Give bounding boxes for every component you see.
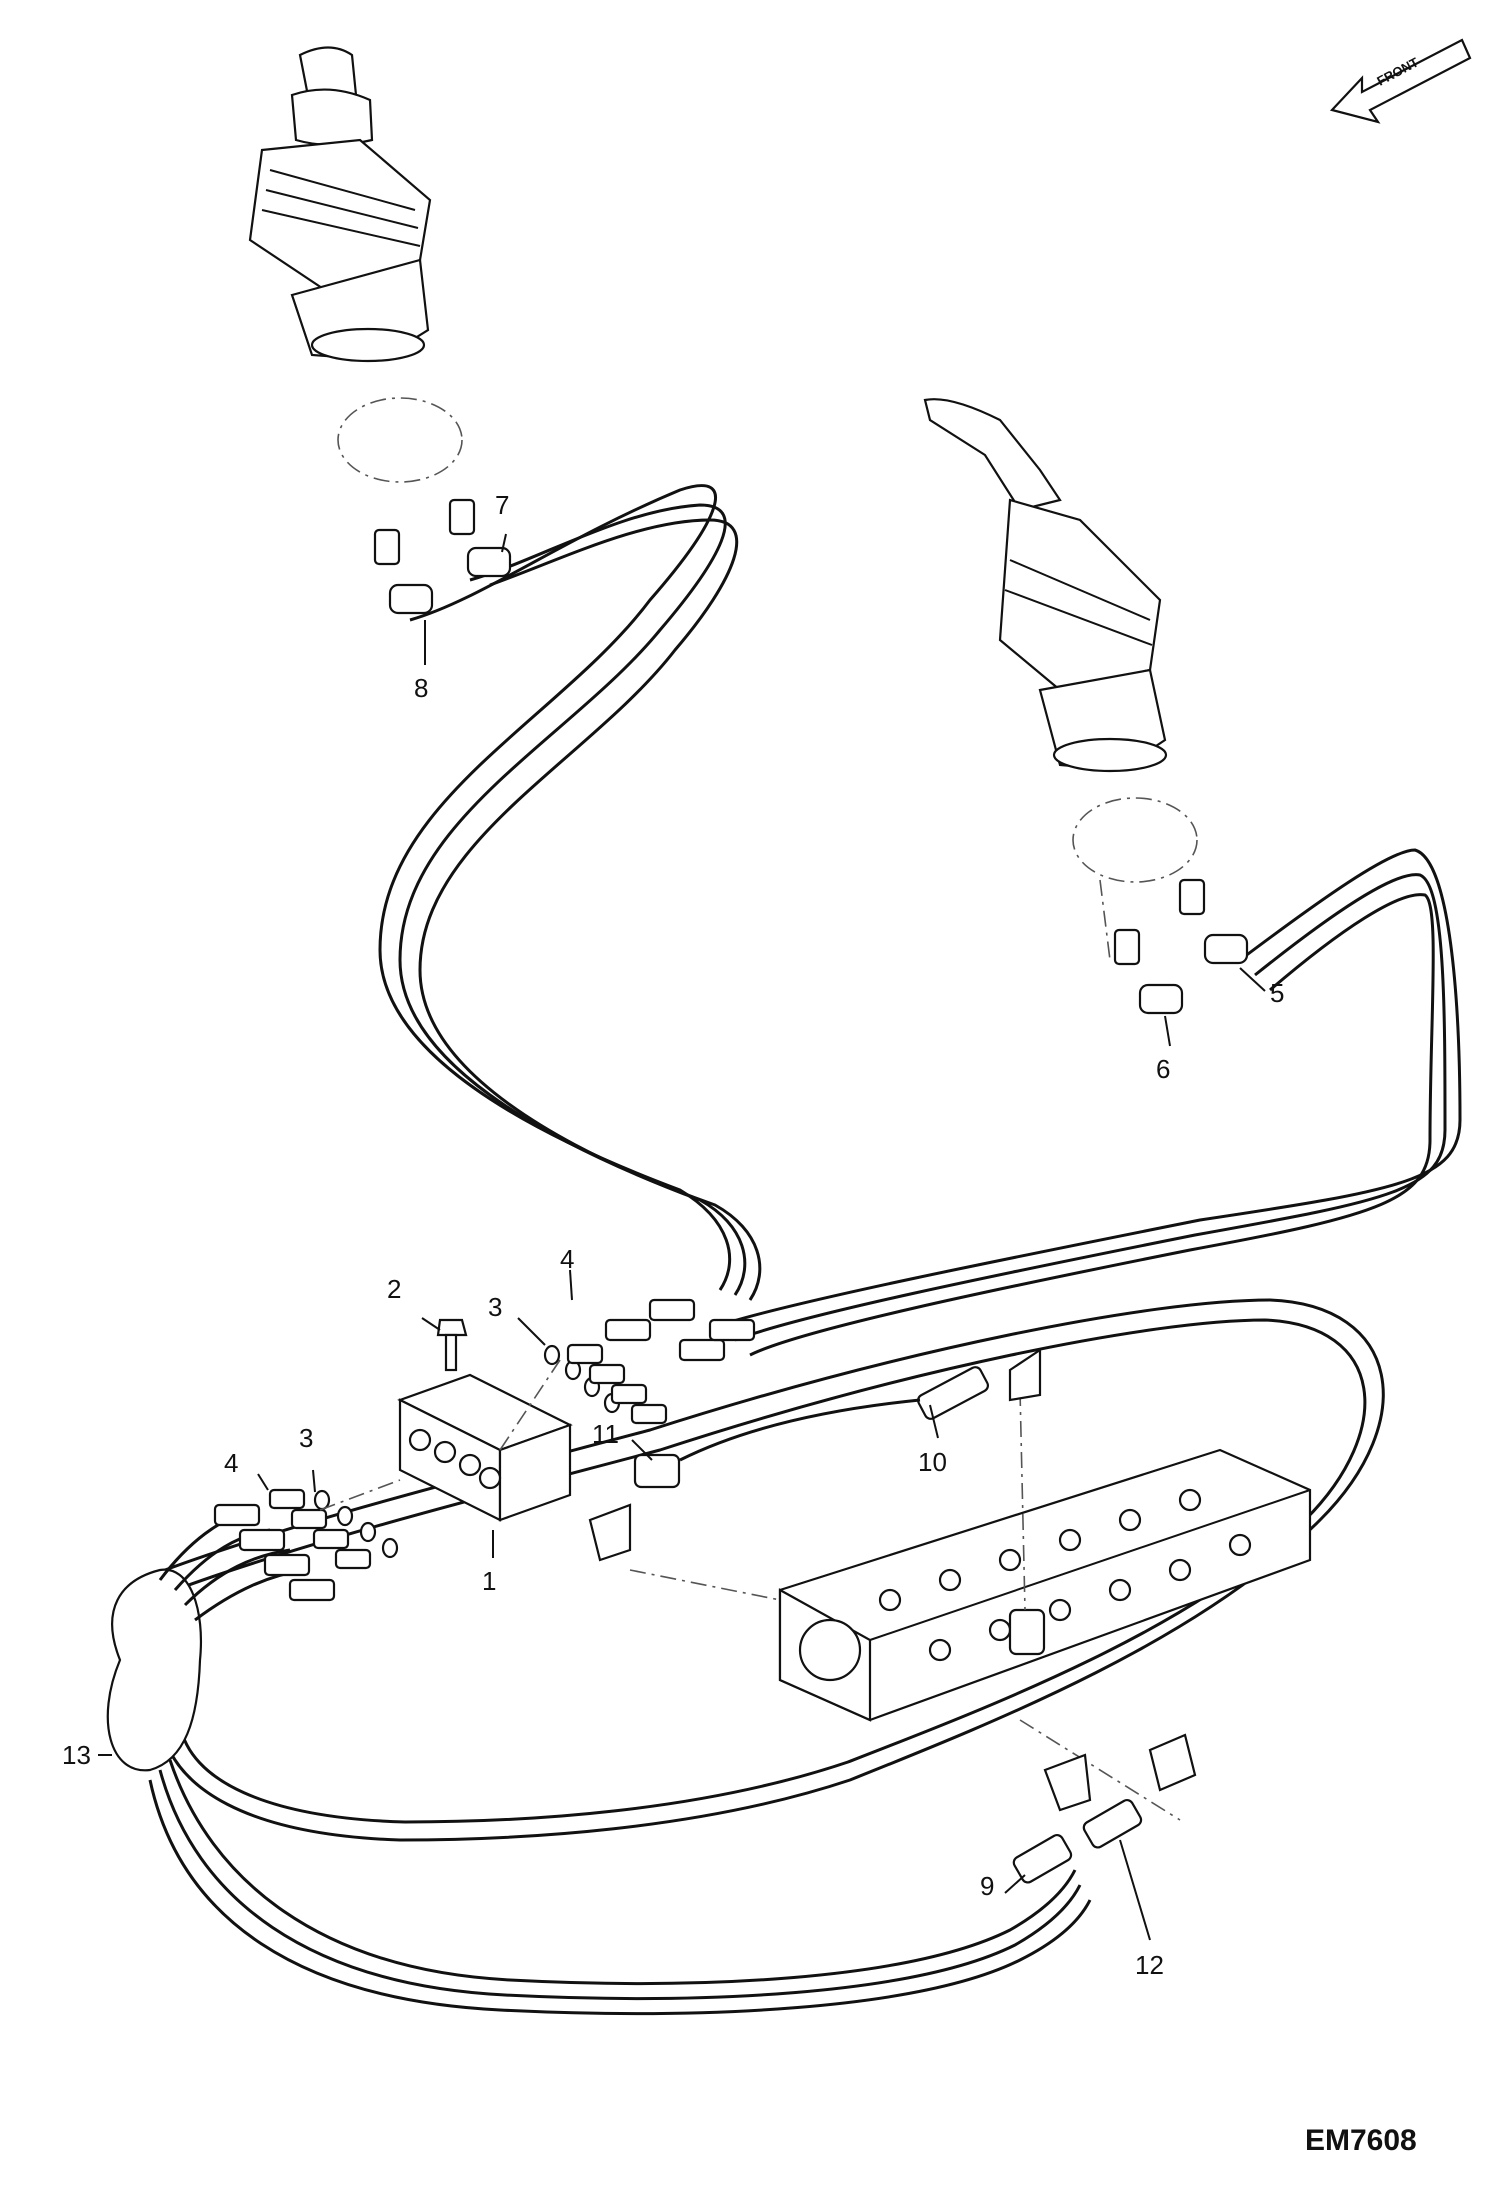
manifold-bolt [436,1318,468,1372]
center-line-valve-left [629,1569,781,1601]
callout-4-lower: 4 [224,1448,238,1478]
center-line-manifold-upper [499,1359,561,1451]
callout-leaders [98,533,1266,1941]
fitting-10 [917,1347,1042,1420]
center-line-right-joystick [1099,879,1111,961]
fitting-5 [1178,878,1249,965]
callout-1: 1 [482,1566,496,1596]
callout-10: 10 [918,1447,947,1477]
loop-hose-inner [174,1318,1367,1824]
callout-8: 8 [414,673,428,703]
fitting-7 [448,498,512,578]
fitting-8 [373,528,434,615]
left-joystick-hoses [378,484,762,1301]
callout-5: 5 [1270,978,1284,1008]
fitting-12 [1082,1733,1197,1849]
lower-return-hoses [148,1759,1092,2015]
right-joystick-hoses [719,848,1462,1357]
callout-6: 6 [1156,1054,1170,1084]
callout-13: 13 [62,1740,91,1770]
lower-adapters [213,1488,372,1602]
right-joystick-assembly [923,398,1168,773]
fitting-11 [588,1453,681,1562]
upper-adapters [566,1298,756,1425]
center-line-valve-upper [1019,1389,1026,1611]
front-direction-arrow-icon: FRONT [1329,38,1472,124]
main-control-valve [778,1448,1312,1722]
callout-3-upper: 3 [488,1292,502,1322]
callout-9: 9 [980,1871,994,1901]
pilot-manifold-block [397,1373,573,1522]
fitting-9 [1012,1753,1092,1884]
callout-7: 7 [495,490,509,520]
callout-11: 11 [592,1419,619,1449]
callout-4-upper: 4 [560,1244,574,1274]
callout-2: 2 [387,1274,401,1304]
loop-hose [158,1298,1385,1842]
drawing-code: EM7608 [1305,2124,1417,2157]
left-port-plate-outline [337,397,463,483]
center-line-valve-lower [1019,1719,1181,1821]
hose-protection-sleeve [106,1568,202,1772]
fitting-6 [1113,928,1184,1015]
center-line-manifold-lower [319,1479,401,1511]
callout-3-lower: 3 [299,1423,313,1453]
right-port-plate-outline [1072,797,1198,883]
left-joystick-assembly [248,46,432,363]
callout-12: 12 [1135,1950,1164,1980]
hose-fitting-11-to-10 [679,1398,921,1462]
